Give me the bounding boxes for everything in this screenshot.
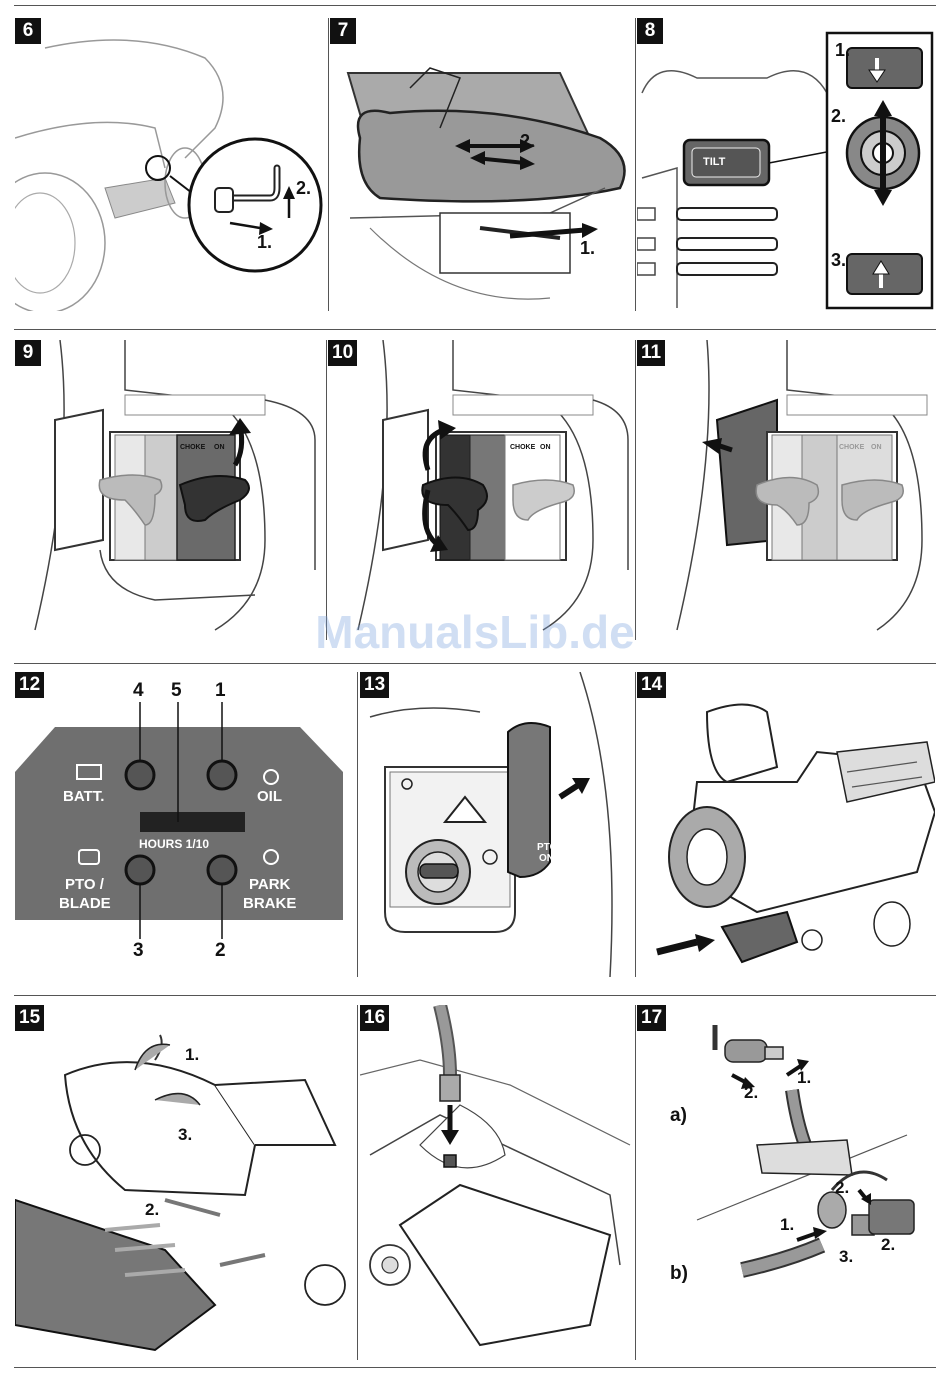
callout-3: 3 (133, 940, 144, 962)
figure-7-illustration (330, 18, 632, 311)
b-step-3-label: 3. (839, 1247, 853, 1267)
col-divider (635, 18, 636, 311)
callout-1: 1 (215, 680, 226, 702)
figure-17-illustration (637, 1005, 935, 1360)
figure-number: 11 (637, 340, 665, 366)
choke-text: CHOKE (180, 444, 205, 451)
step-1-label: 1. (580, 238, 595, 259)
a-step-2-label: 2. (744, 1083, 758, 1103)
tilt-button-label: TILT (703, 153, 725, 171)
choke-text: CHOKE (839, 444, 864, 451)
figure-14-illustration (637, 672, 935, 977)
step-1-label: 1. (185, 1045, 199, 1065)
b-step-2-label-lower: 2. (881, 1235, 895, 1255)
figure-number: 17 (637, 1005, 666, 1031)
col-divider (328, 18, 329, 311)
pto-label-line1: PTO / (65, 876, 104, 894)
figure-7: 7 1. 2. (330, 18, 632, 311)
figure-9-illustration (15, 340, 325, 640)
sub-b-label: b) (670, 1263, 688, 1285)
watermark: ManualsLib.de (0, 605, 950, 659)
figure-14: 14 (637, 672, 935, 977)
row-divider-1 (14, 329, 936, 330)
figure-13: 13 PTO ON (360, 672, 632, 977)
pto-on-label: ON (539, 853, 554, 865)
figure-11: 11 CHOKE ON (637, 340, 935, 640)
figure-10-illustration (328, 340, 633, 640)
col-divider (357, 672, 358, 977)
col-divider (635, 340, 636, 640)
col-divider (635, 672, 636, 977)
col-divider (357, 1005, 358, 1360)
figure-10: 10 CHOKE ON (328, 340, 633, 640)
figure-16-illustration (360, 1005, 632, 1360)
top-rule (14, 5, 936, 6)
figure-number: 9 (15, 340, 41, 366)
pto-label-line2: BLADE (59, 895, 111, 913)
figure-number: 8 (637, 18, 663, 44)
step-2-label: 2. (831, 106, 846, 127)
figure-15: 15 1. 2. 3. (15, 1005, 355, 1360)
col-divider (635, 1005, 636, 1360)
figure-13-illustration (360, 672, 632, 977)
hours-label: HOURS 1/10 (139, 835, 209, 853)
on-text: ON (871, 444, 882, 451)
row-divider-2 (14, 663, 936, 664)
figure-number: 15 (15, 1005, 44, 1031)
step-3-label: 3. (831, 250, 846, 271)
figure-number: 6 (15, 18, 41, 44)
figure-6: 6 1. 2. (15, 18, 325, 311)
row-divider-3 (14, 995, 936, 996)
col-divider (326, 340, 327, 640)
step-3-label: 3. (178, 1125, 192, 1145)
choke-text: CHOKE (510, 444, 535, 451)
step-1-label: 1. (257, 232, 272, 253)
figure-16: 16 (360, 1005, 632, 1360)
park-label-line2: BRAKE (243, 895, 296, 913)
callout-5: 5 (171, 680, 182, 702)
b-step-2-label: 2. (835, 1178, 849, 1198)
figure-number: 16 (360, 1005, 389, 1031)
batt-label: BATT. (63, 788, 104, 806)
oil-label: OIL (257, 788, 282, 806)
figure-8-illustration (637, 18, 935, 311)
figure-11-illustration (637, 340, 935, 640)
bottom-rule (14, 1367, 936, 1368)
step-2-label: 2. (296, 178, 311, 199)
b-step-1-label: 1. (780, 1215, 794, 1235)
a-step-1-label: 1. (797, 1068, 811, 1088)
figure-number: 7 (330, 18, 356, 44)
figure-number: 12 (15, 672, 44, 698)
figure-number: 13 (360, 672, 389, 698)
figure-6-illustration (15, 18, 325, 311)
figure-number: 14 (637, 672, 666, 698)
callout-4: 4 (133, 680, 144, 702)
figure-number: 10 (328, 340, 357, 366)
figure-12: 12 4 5 1 3 2 BATT. OIL HOURS 1/10 PTO / … (15, 672, 355, 977)
on-text: ON (214, 444, 225, 451)
step-2-label: 2. (145, 1200, 159, 1220)
figure-17: 17 a) b) 1. 2. 1. 2. 2. 3. (637, 1005, 935, 1360)
figure-9: 9 CHOKE ON (15, 340, 325, 640)
figure-8: 8 TILT 1. 2. 3. (637, 18, 935, 311)
step-1-label: 1. (835, 40, 850, 61)
callout-2: 2 (215, 940, 226, 962)
figure-12-illustration (15, 672, 355, 977)
park-label-line1: PARK (249, 876, 290, 894)
step-2-label: 2. (520, 131, 535, 152)
on-text: ON (540, 444, 551, 451)
sub-a-label: a) (670, 1105, 687, 1127)
